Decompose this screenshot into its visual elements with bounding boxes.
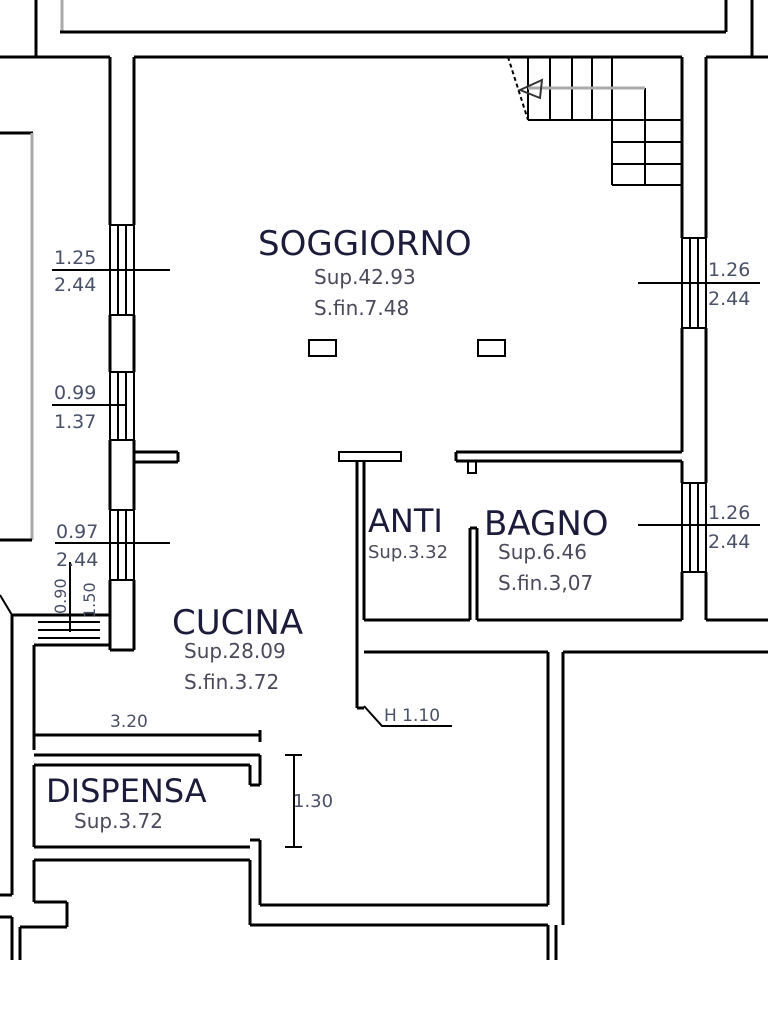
- step-dimension-a: 0.90: [51, 578, 70, 614]
- window-5-height: 2.44: [708, 531, 750, 553]
- column: [308, 339, 337, 357]
- dimension-marks: [285, 705, 452, 848]
- window-5-width: 1.26: [708, 502, 750, 524]
- room-name-soggiorno: SOGGIORNO: [258, 224, 472, 264]
- window-right-2: [638, 482, 760, 573]
- window-4-width: 1.26: [708, 259, 750, 281]
- room-name-cucina: CUCINA: [172, 603, 303, 643]
- room-finish-bagno: S.fin.3,07: [498, 571, 593, 595]
- window-left-2: [52, 371, 135, 441]
- room-name-dispensa: DISPENSA: [46, 772, 207, 810]
- window-2-width: 0.99: [54, 382, 96, 404]
- column: [477, 339, 506, 357]
- window-right-1: [638, 237, 760, 329]
- room-area-soggiorno: Sup.42.93: [314, 265, 416, 289]
- room-area-anti: Sup.3.32: [368, 542, 448, 563]
- window-4-height: 2.44: [708, 288, 750, 310]
- room-finish-cucina: S.fin.3.72: [184, 670, 279, 694]
- window-3-width: 0.97: [56, 521, 98, 543]
- window-left-3: [55, 509, 170, 581]
- window-1-height: 2.44: [54, 274, 96, 296]
- staircase: [507, 56, 682, 186]
- top-room-walls: [34, 0, 754, 57]
- dispensa-depth-label: 1.30: [293, 791, 333, 812]
- window-1-width: 1.25: [54, 247, 96, 269]
- room-area-bagno: Sup.6.46: [498, 540, 587, 564]
- room-finish-soggiorno: S.fin.7.48: [314, 296, 409, 320]
- dispensa-width-label: 3.20: [110, 712, 148, 732]
- partition-height-label: H 1.10: [384, 706, 440, 726]
- room-area-dispensa: Sup.3.72: [74, 809, 163, 833]
- window-2-height: 1.37: [54, 411, 96, 433]
- stair-arrow-icon: [517, 78, 544, 100]
- room-name-bagno: BAGNO: [484, 504, 609, 544]
- inner-partitions: [338, 450, 768, 925]
- window-left-1: [52, 224, 170, 316]
- soggiorno-walls: [134, 55, 768, 622]
- step-dimension-b: 1.50: [80, 582, 99, 618]
- window-3-height: 2.44: [56, 549, 98, 571]
- room-area-cucina: Sup.28.09: [184, 639, 286, 663]
- cucina-walls: [0, 562, 558, 960]
- room-name-anti: ANTI: [368, 502, 443, 540]
